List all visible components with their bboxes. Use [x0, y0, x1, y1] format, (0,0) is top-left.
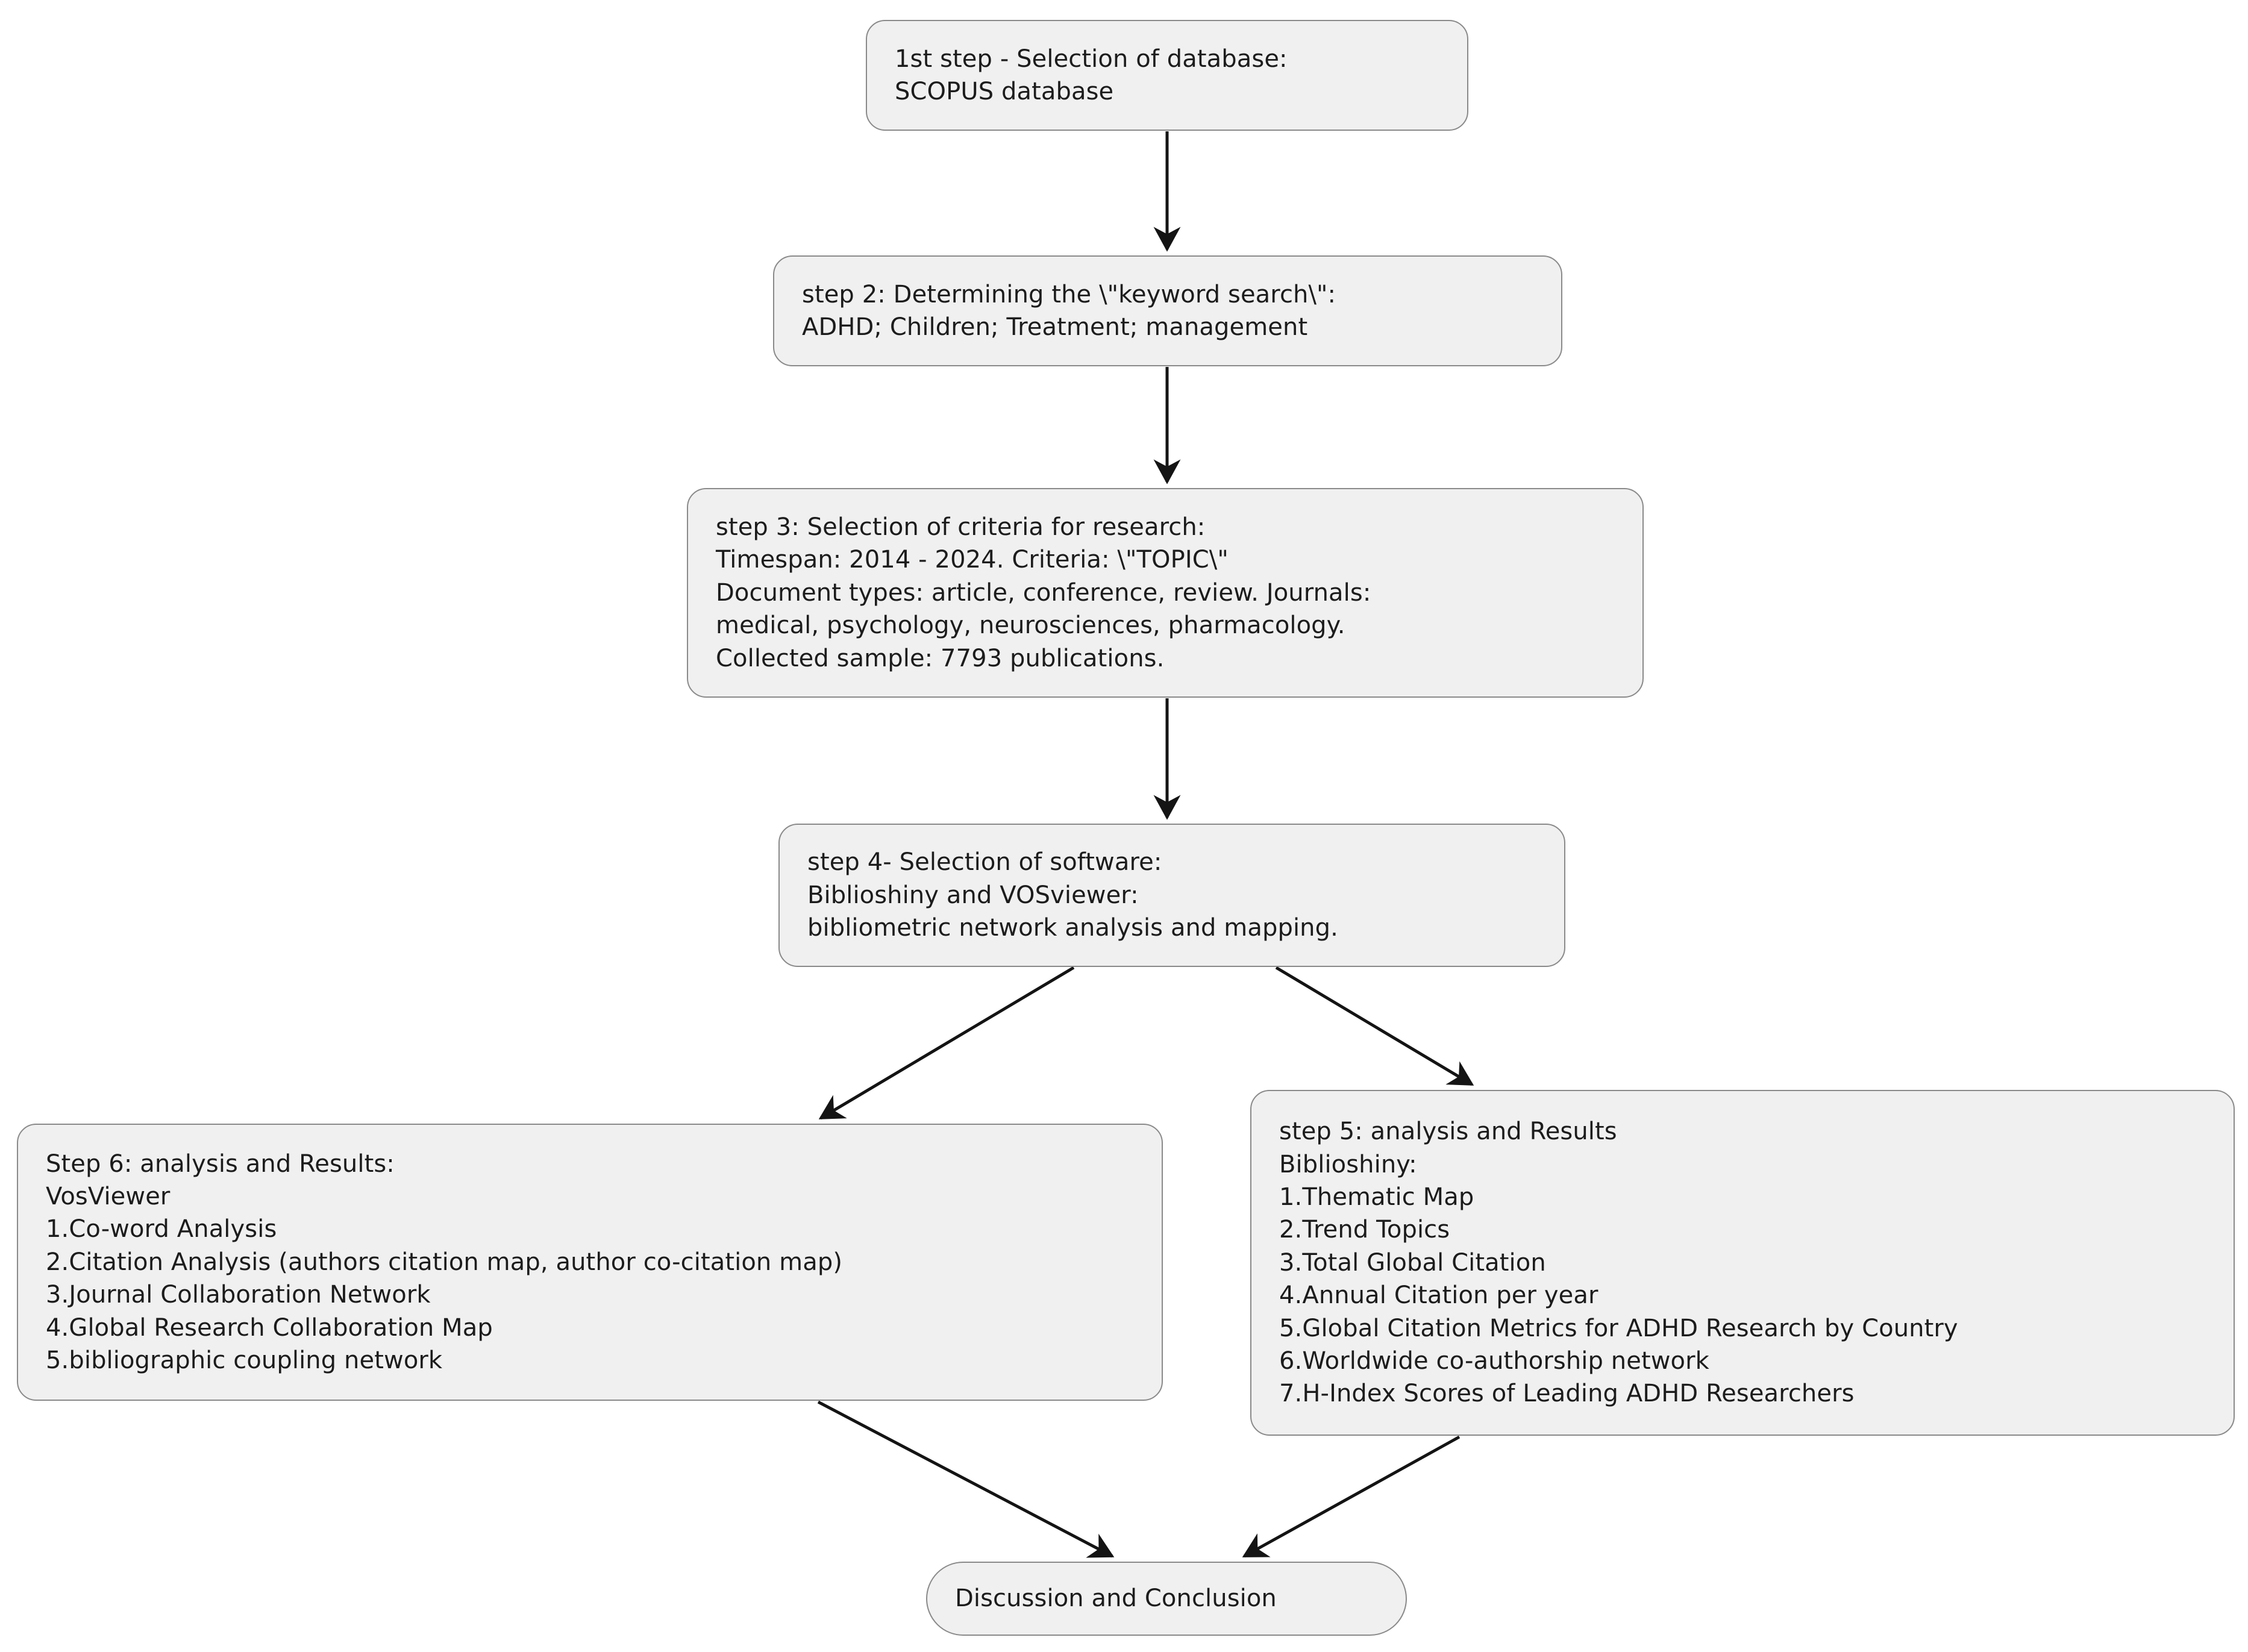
node-line: 4.Global Research Collaboration Map: [46, 1313, 493, 1342]
node-line: Biblioshiny:: [1279, 1150, 1417, 1178]
node-step-6-analysis-and-results-vosviewer[interactable]: Step 6: analysis and Results: VosViewer …: [17, 1124, 1163, 1401]
node-line: Step 6: analysis and Results:: [46, 1150, 395, 1178]
node-line: 3.Total Global Citation: [1279, 1248, 1546, 1277]
node-line: step 2: Determining the \"keyword search…: [802, 280, 1336, 308]
node-line: step 5: analysis and Results: [1279, 1118, 1617, 1146]
node-line: 2.Citation Analysis (authors citation ma…: [46, 1248, 843, 1276]
node-step-1-selection-of-database[interactable]: 1st step - Selection of database: SCOPUS…: [866, 20, 1468, 131]
edge-step5-to-conclusion: [1242, 1435, 1461, 1558]
node-step-5-analysis-and-results-biblioshiny[interactable]: step 5: analysis and Results Biblioshiny…: [1250, 1090, 2235, 1436]
node-line: 5.bibliographic coupling network: [46, 1346, 443, 1374]
node-line: medical, psychology, neurosciences, phar…: [716, 612, 1345, 640]
edge-step4-to-step6: [818, 966, 1075, 1120]
edge-step4-to-step5: [1275, 966, 1474, 1086]
node-line: step 4- Selection of software:: [807, 848, 1162, 877]
node-step-3-selection-of-criteria[interactable]: step 3: Selection of criteria for resear…: [687, 488, 1644, 698]
node-line: 1.Co-word Analysis: [46, 1215, 277, 1244]
node-line: Discussion and Conclusion: [955, 1585, 1277, 1613]
node-line: 1.Thematic Map: [1279, 1183, 1474, 1212]
node-line: SCOPUS database: [895, 78, 1114, 105]
node-discussion-and-conclusion[interactable]: Discussion and Conclusion: [926, 1562, 1407, 1636]
node-line: Biblioshiny and VOSviewer:: [807, 881, 1139, 909]
node-line: Collected sample: 7793 publications.: [716, 644, 1165, 672]
node-line: step 3: Selection of criteria for resear…: [716, 513, 1206, 542]
edge-step6-to-conclusion: [817, 1400, 1115, 1558]
node-line: ADHD; Children; Treatment; management: [802, 313, 1308, 341]
node-line: VosViewer: [46, 1183, 171, 1211]
node-step-2-keyword-search[interactable]: step 2: Determining the \"keyword search…: [773, 255, 1562, 366]
node-line: 7.H-Index Scores of Leading ADHD Researc…: [1279, 1380, 1855, 1408]
node-line: 1st step - Selection of database:: [895, 45, 1288, 73]
node-line: 3.Journal Collaboration Network: [46, 1281, 431, 1309]
node-line: 6.Worldwide co-authorship network: [1279, 1347, 1709, 1375]
node-line: Timespan: 2014 - 2024. Criteria: \"TOPIC…: [716, 546, 1229, 574]
node-line: 4.Annual Citation per year: [1279, 1281, 1598, 1310]
node-step-4-selection-of-software[interactable]: step 4- Selection of software: Biblioshi…: [778, 824, 1565, 967]
node-line: Document types: article, conference, rev…: [716, 578, 1371, 607]
node-line: 5.Global Citation Metrics for ADHD Resea…: [1279, 1314, 1958, 1342]
node-line: bibliometric network analysis and mappin…: [807, 914, 1338, 942]
node-line: 2.Trend Topics: [1279, 1216, 1450, 1244]
